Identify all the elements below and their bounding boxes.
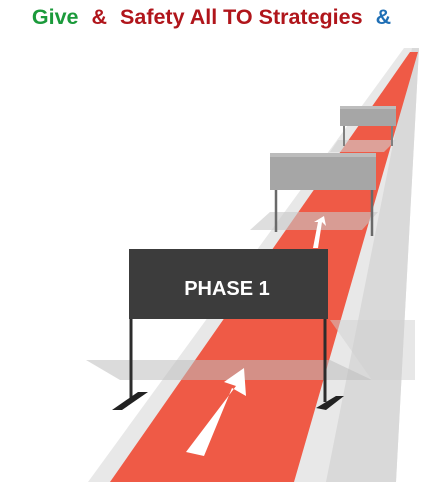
hurdle-1-shadow	[86, 360, 372, 380]
hurdle-1-label: PHASE 1	[184, 278, 270, 300]
hurdle-2-shadow	[250, 212, 378, 230]
